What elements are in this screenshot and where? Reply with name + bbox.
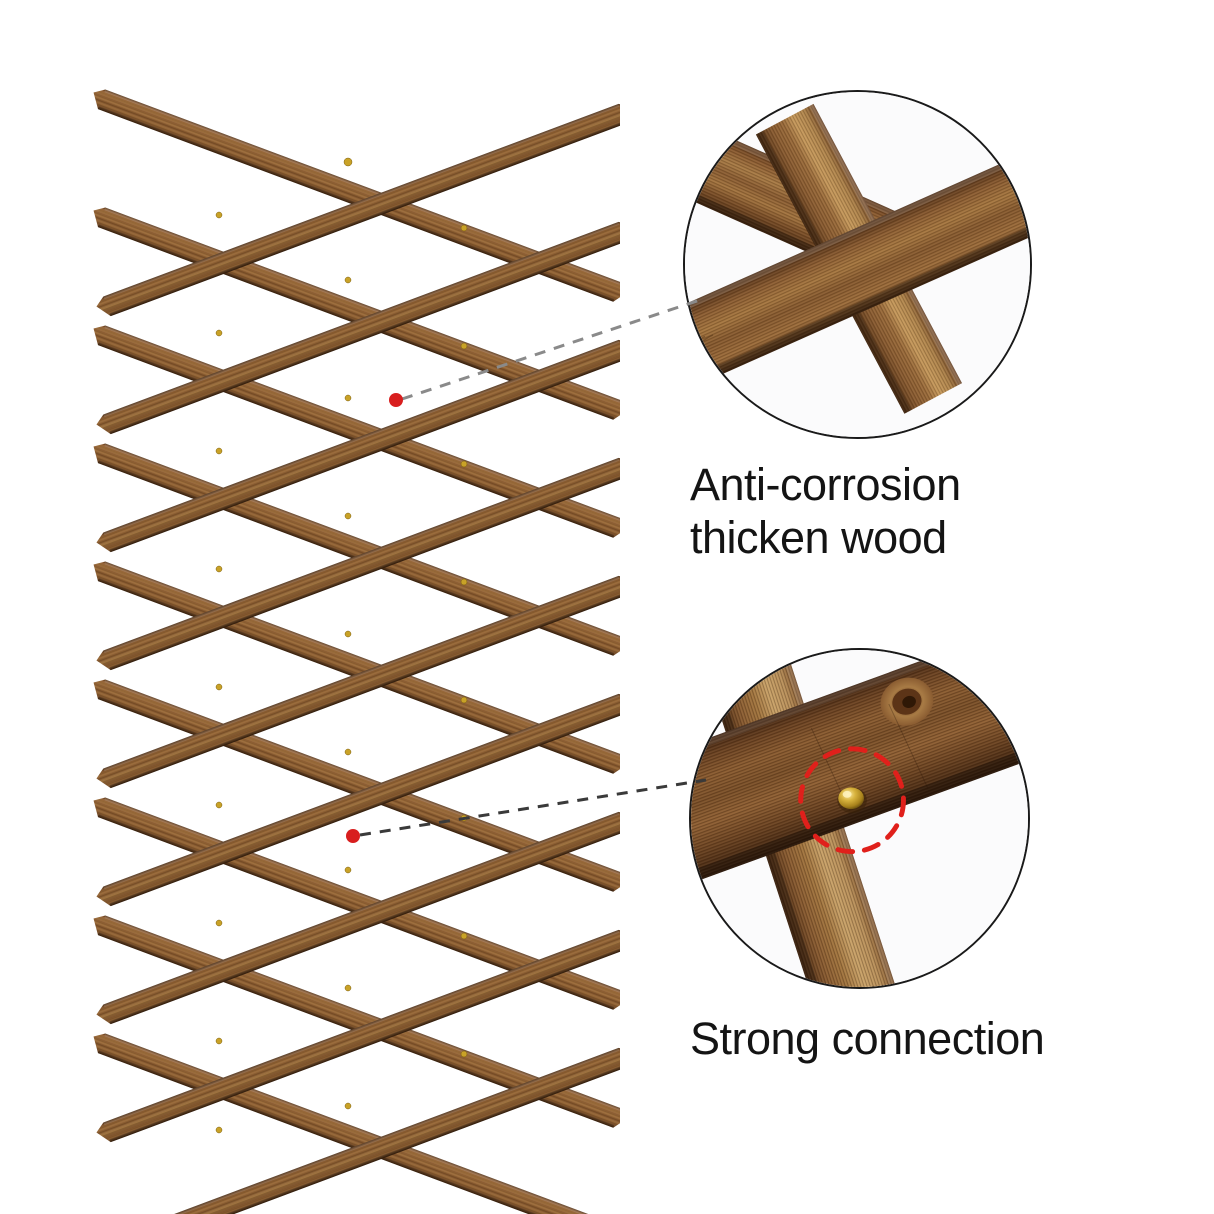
detail-bottom-graphic xyxy=(691,650,1028,987)
brass-rivet-icon xyxy=(837,787,867,814)
lattice-trellis-graphic xyxy=(88,86,620,1214)
detail-top-graphic xyxy=(685,92,1030,437)
detail-circle-anti-corrosion xyxy=(683,90,1032,439)
caption-strong-connection: Strong connection xyxy=(690,1013,1045,1064)
rivet-highlight-circle xyxy=(798,746,906,855)
product-image xyxy=(88,86,620,1214)
caption-anti-corrosion: Anti-corrosion thicken wood xyxy=(690,459,961,564)
detail-circle-strong-connection xyxy=(689,648,1030,989)
